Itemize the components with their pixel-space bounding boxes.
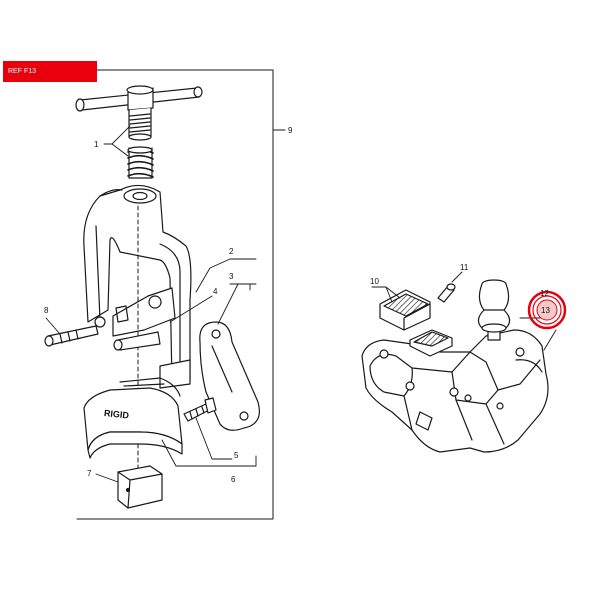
pivot-pin-4 <box>113 331 161 351</box>
label-part-7[interactable]: 7 <box>87 469 92 478</box>
screw-11 <box>437 283 456 303</box>
base-casting-12 <box>361 329 549 453</box>
jaw-pad-7 <box>117 465 163 509</box>
side-link-3 <box>199 321 260 431</box>
assembly-bracket-9 <box>76 69 274 520</box>
highlight-ring-13[interactable] <box>527 290 567 330</box>
label-part-4[interactable]: 4 <box>213 287 218 296</box>
label-part-10[interactable]: 10 <box>370 277 379 286</box>
roller-post <box>487 329 501 341</box>
label-part-8[interactable]: 8 <box>44 306 49 315</box>
label-part-9[interactable]: 9 <box>288 126 293 135</box>
label-part-2[interactable]: 2 <box>229 247 234 256</box>
t-handle-screw <box>75 85 203 141</box>
bolt-5 <box>183 397 217 422</box>
ref-tag-banner: REF F13 <box>3 61 97 82</box>
jaw-brand-text: RIGID <box>103 408 129 421</box>
label-part-6[interactable]: 6 <box>231 475 236 484</box>
feed-spring-1 <box>127 146 154 179</box>
label-part-12[interactable]: 12 <box>540 289 549 298</box>
label-part-11[interactable]: 11 <box>460 263 469 272</box>
left-leaders <box>45 125 257 483</box>
label-part-1[interactable]: 1 <box>94 140 99 149</box>
label-part-3[interactable]: 3 <box>229 272 234 281</box>
jaw-insert-10 <box>379 289 453 357</box>
yoke-frame <box>83 184 192 389</box>
pivot-pin-8 <box>44 325 99 347</box>
v-jaw-shoe <box>83 377 183 459</box>
roller-13 <box>477 279 511 333</box>
label-part-13[interactable]: 13 <box>541 306 550 315</box>
label-part-5[interactable]: 5 <box>234 451 239 460</box>
